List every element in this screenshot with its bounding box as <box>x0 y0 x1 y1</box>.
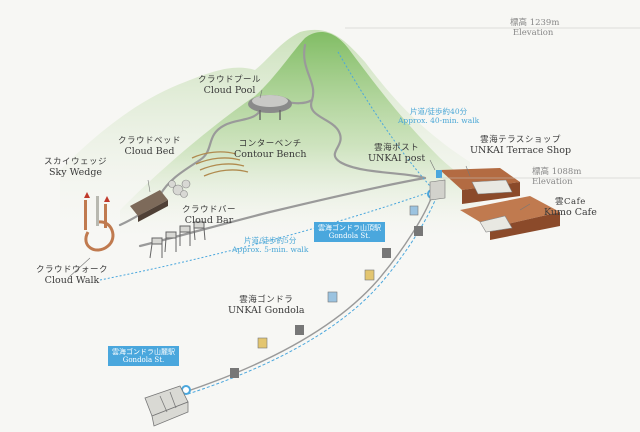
label-unkai-post[interactable]: 雲海ポスト UNKAI post <box>368 143 426 164</box>
walking-route <box>99 51 431 281</box>
elevation-terrace-value: 標高 1088m <box>532 167 582 177</box>
elevation-summit-value: 標高 1239m <box>510 18 560 28</box>
elevation-summit: 標高 1239m Elevation <box>510 18 559 38</box>
cloud-bar-illustration <box>149 221 206 259</box>
label-cloud-walk[interactable]: クラウドウォーク Cloud Walk <box>36 265 109 286</box>
label-cloud-pool[interactable]: クラウドプール Cloud Pool <box>198 75 262 96</box>
rocks-illustration <box>168 179 191 198</box>
contour-bench-illustration <box>191 151 249 177</box>
badge-summit-gondola-station[interactable]: 雲海ゴンドラ山頂駅 Gondola St. <box>314 222 385 243</box>
base-station-building <box>144 385 189 427</box>
walk-note-5min: 片道/徒歩約5分 Approx. 5-min. walk <box>232 236 309 254</box>
label-cloud-bed[interactable]: クラウドベッド Cloud Bed <box>118 136 182 157</box>
label-kumo-cafe[interactable]: 雲Cafe Kumo Cafe <box>544 197 597 218</box>
elevation-terrace-label: Elevation <box>532 177 573 188</box>
elevation-terrace: 標高 1088m Elevation <box>532 167 581 187</box>
gondola-line <box>184 195 437 395</box>
label-contour-bench[interactable]: コンターベンチ Contour Bench <box>234 139 307 160</box>
cloud-pool-illustration <box>248 95 292 120</box>
terrace-buildings <box>429 168 560 240</box>
label-cloud-bar[interactable]: クラウドバー Cloud Bar <box>182 205 237 226</box>
cloud-bed-illustration <box>130 190 168 222</box>
walk-note-40min: 片道/徒歩約40分 Approx. 40-min. walk <box>398 107 480 125</box>
elevation-summit-label: Elevation <box>512 28 554 39</box>
leader-lines <box>67 89 531 279</box>
label-unkai-gondola[interactable]: 雲海ゴンドラ UNKAI Gondola <box>228 295 305 316</box>
label-terrace-shop[interactable]: 雲海テラスショップ UNKAI Terrace Shop <box>470 135 572 156</box>
label-sky-wedge[interactable]: スカイウェッジ Sky Wedge <box>44 157 108 178</box>
sky-wedge-illustration <box>84 192 115 252</box>
mountain-front <box>120 32 480 241</box>
badge-base-gondola-station[interactable]: 雲海ゴンドラ山麓駅 Gondola St. <box>108 346 179 367</box>
